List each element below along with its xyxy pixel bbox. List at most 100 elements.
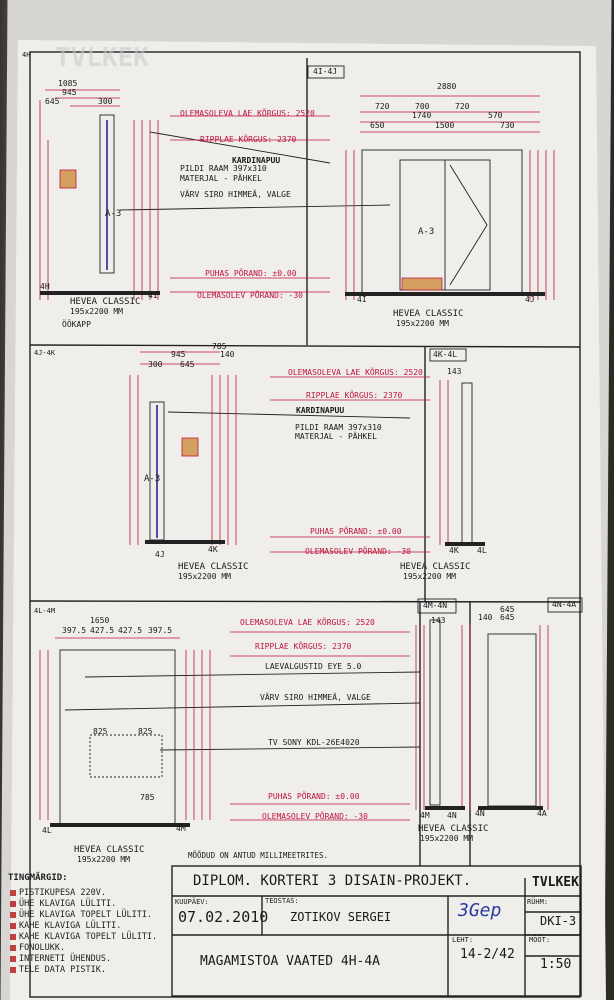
door-label: HEVEA CLASSIC [74,845,145,855]
sheet-title: MAGAMISTOA VAATED 4H-4A [200,954,381,969]
date-value: 07.02.2010 [178,908,269,926]
dim-width: 1740 [412,111,432,120]
corner-mark: 4K [208,545,218,554]
view-tag-4n-4a: 4N-4A [552,600,577,609]
page-label: LEHT: [452,936,474,944]
dim-width: 650 [370,121,385,130]
date-label: KUUPÄEV: [175,898,209,906]
corner-mark: 4J [155,550,165,559]
group-value: DKI-3 [540,914,577,928]
ceiling-lights-note: LAEVALGUSTID EYE 5.0 [265,662,362,671]
project-title: DIPLOM. KORTERI 3 DISAIN-PROJEKT. [193,873,472,889]
dim-value: 143 [447,367,462,376]
units-note: MÕÕDUD ON ANTUD MILLIMEETRITES. [188,851,328,860]
watermark: TVLKEK [55,43,149,73]
door-size: 195x2200 MM [70,307,123,316]
org-name: TVLKEK [532,875,579,890]
dim-width: 1500 [435,121,455,130]
view-tag-4m-4n: 4M-4N [423,601,448,610]
dim-width: 945 [62,88,77,97]
door-size: 195x2200 MM [403,572,456,581]
panel-label: A-3 [105,209,122,219]
legend-swatch [10,944,16,951]
dim-width: 700 [415,102,430,111]
corner-mark: 4A [537,809,547,818]
corner-mark: 4I [148,291,158,300]
scale-value: 1:50 [540,957,572,972]
legend-item: INTERNETI ÜHENDUS. [10,954,111,964]
corner-mark: 4I [357,295,367,304]
paint-note: VÄRV SIRO HIMMEÄ, VALGE [260,693,371,702]
curtain-rail-note: KARDINAPUU [232,156,281,165]
legend-swatch [10,889,16,896]
scale-label: MÕÕT: [529,936,551,944]
dim-width: 945 [171,350,186,359]
corner-mark: 4N [475,809,485,818]
legend-swatch [10,966,16,973]
clean-floor-note: PUHAS PÕRAND: ±0.00 [205,269,297,278]
legend-label: KAHE KLAVIGA TOPELT LÜLITI. [19,932,158,942]
corner-mark: 4H [40,282,50,291]
existing-ceiling-note: OLEMASOLEVA LAE KÕRGUS: 2520 [288,368,423,377]
dim-width: 730 [500,121,515,130]
legend-item: KAHE KLAVIGA TOPELT LÜLITI. [10,932,157,942]
existing-floor-note: OLEMASOLEV PÕRAND: -30 [197,291,303,300]
legend-swatch [10,922,16,929]
legend-item: TELE DATA PISTIK. [10,965,106,975]
legend-swatch [10,911,16,918]
corner-mark: 4L [42,826,52,835]
legend-swatch [10,900,16,907]
clean-floor-note: PUHAS PÕRAND: ±0.00 [268,792,360,801]
dim-width: 427.5 [90,626,115,635]
door-label: HEVEA CLASSIC [418,824,489,834]
corner-mark: 4M [176,824,186,833]
legend-swatch [10,955,16,962]
signature: 3Gep [458,900,502,921]
legend-label: FONOLUKK. [19,943,66,953]
paint-note: VÄRV SIRO HIMMEÄ, VALGE [180,190,291,199]
group-label: RÜHM: [527,898,549,906]
dim-width: 1650 [90,616,110,625]
dim-width: 645 [500,613,515,622]
door-label: HEVEA CLASSIC [393,309,464,319]
existing-floor-note: OLEMASOLEV PÕRAND: -30 [262,812,368,821]
frame-note: PILDI RAAM 397x310 [295,423,382,432]
view-tag-4l-4m: 4L-4M [34,607,56,615]
dim-width: 300 [98,97,113,106]
door-size: 195x2200 MM [420,834,473,843]
dim-width: 785 [212,342,227,351]
frame-material-note: MATERJAL - PÄHKEL [295,432,377,441]
dim-width: 720 [455,102,470,111]
legend-item: ÜHE KLAVIGA TOPELT LÜLITI. [10,910,152,920]
suspended-ceiling-note: RIPPLAE KÕRGUS: 2370 [255,642,352,651]
corner-mark: 4M [420,811,430,820]
dim-width: 645 [45,97,60,106]
suspended-ceiling-note: RIPPLAE KÕRGUS: 2370 [200,135,297,144]
corner-mark: 4K [449,546,459,555]
legend-label: TELE DATA PISTIK. [19,965,106,975]
door-size: 195x2200 MM [77,855,130,864]
panel-label: A-3 [144,474,161,484]
legend-label: ÜHE KLAVIGA LÜLITI. [19,899,117,909]
dim-width: 570 [488,111,503,120]
dim-width: 397.5 [62,626,87,635]
legend-label: KAHE KLAVIGA LÜLITI. [19,921,122,931]
existing-ceiling-note: OLEMASOLEVA LAE KÕRGUS: 2520 [180,109,315,118]
dim-width: 1085 [58,79,78,88]
tv-note: TV SONY KDL-26E4020 [268,738,360,747]
view-tag-4h: 4H [22,51,31,59]
curtain-rail-note: KARDINAPUU [296,406,345,415]
dim-width: 397.5 [148,626,173,635]
corner-mark: 4N [447,811,457,820]
panel-label: A-3 [418,227,435,237]
dim-value: 785 [140,793,155,802]
dim-width: 720 [375,102,390,111]
dim-value: 825 [93,727,108,736]
dim-value: 825 [138,727,153,736]
author-label: TEOSTAS: [265,897,299,905]
clean-floor-note: PUHAS PÕRAND: ±0.00 [310,527,402,536]
legend-label: ÜHE KLAVIGA TOPELT LÜLITI. [19,910,153,920]
page-value: 14-2/42 [460,947,515,962]
